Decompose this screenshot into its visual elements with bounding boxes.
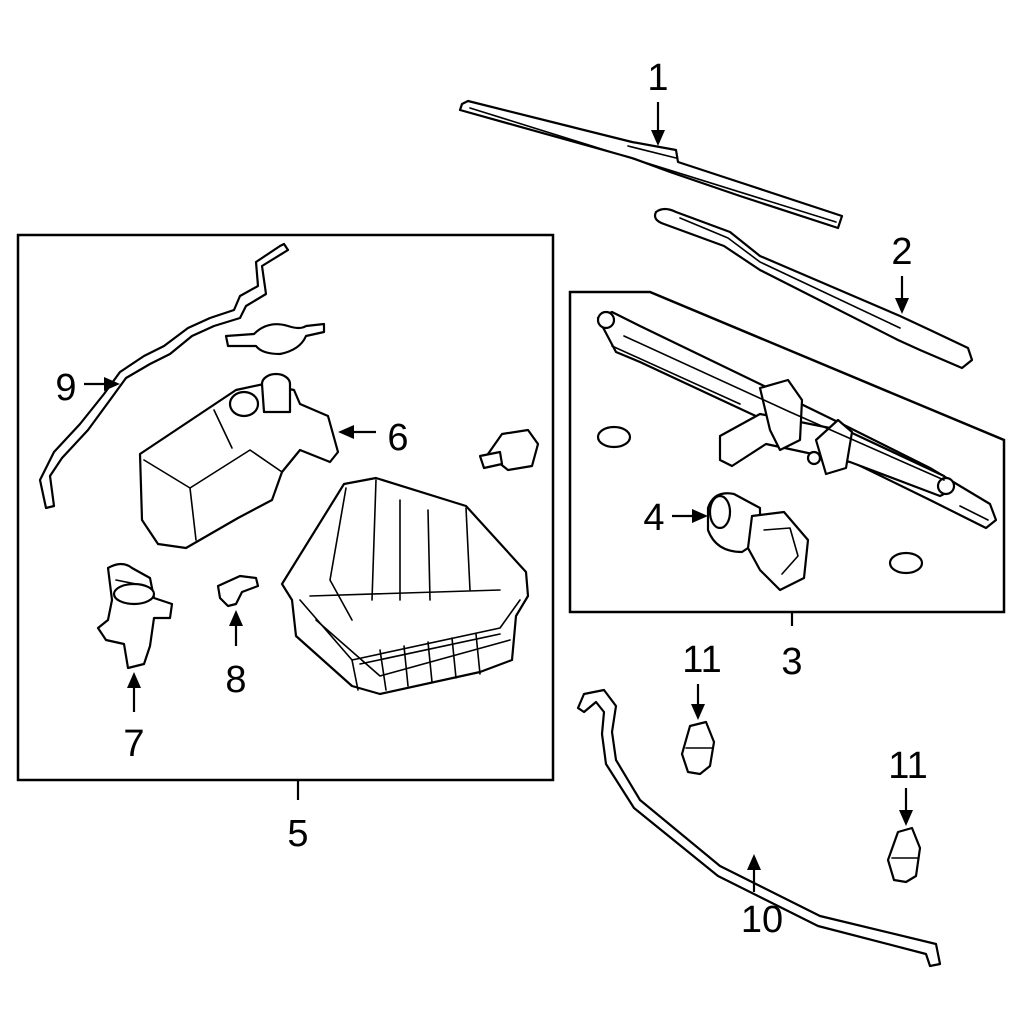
- wiper-blade[interactable]: [458, 99, 844, 230]
- rear-washer-hose[interactable]: [576, 688, 942, 968]
- callout-arrows: [84, 102, 913, 892]
- callout-4: 4: [643, 497, 664, 539]
- callout-2: 2: [891, 231, 912, 273]
- washer-nozzle-lower[interactable]: [886, 826, 922, 884]
- washer-reservoir[interactable]: [280, 476, 530, 696]
- washer-pump[interactable]: [96, 562, 174, 670]
- grommet[interactable]: [216, 574, 260, 608]
- callout-5: 5: [287, 813, 308, 855]
- washer-assembly-box: [16, 233, 555, 782]
- hose-connector[interactable]: [478, 428, 540, 472]
- callout-9: 9: [55, 367, 76, 409]
- wiper-arm[interactable]: [653, 207, 974, 370]
- callout-10: 10: [741, 899, 783, 941]
- callout-11-lower: 11: [888, 745, 927, 787]
- reservoir-neck[interactable]: [138, 372, 340, 550]
- washer-hose[interactable]: [38, 242, 290, 510]
- callout-8: 8: [225, 659, 246, 701]
- wiper-linkage[interactable]: [596, 310, 998, 575]
- wiper-motor[interactable]: [706, 492, 810, 592]
- washer-nozzle-upper[interactable]: [680, 720, 716, 776]
- callout-1: 1: [647, 57, 668, 99]
- callout-6: 6: [387, 417, 408, 459]
- callout-3: 3: [781, 641, 802, 683]
- callout-11-upper: 11: [682, 639, 721, 681]
- linkage-assembly-box: [568, 290, 1006, 614]
- reservoir-cap[interactable]: [224, 322, 326, 356]
- callout-7: 7: [123, 723, 144, 765]
